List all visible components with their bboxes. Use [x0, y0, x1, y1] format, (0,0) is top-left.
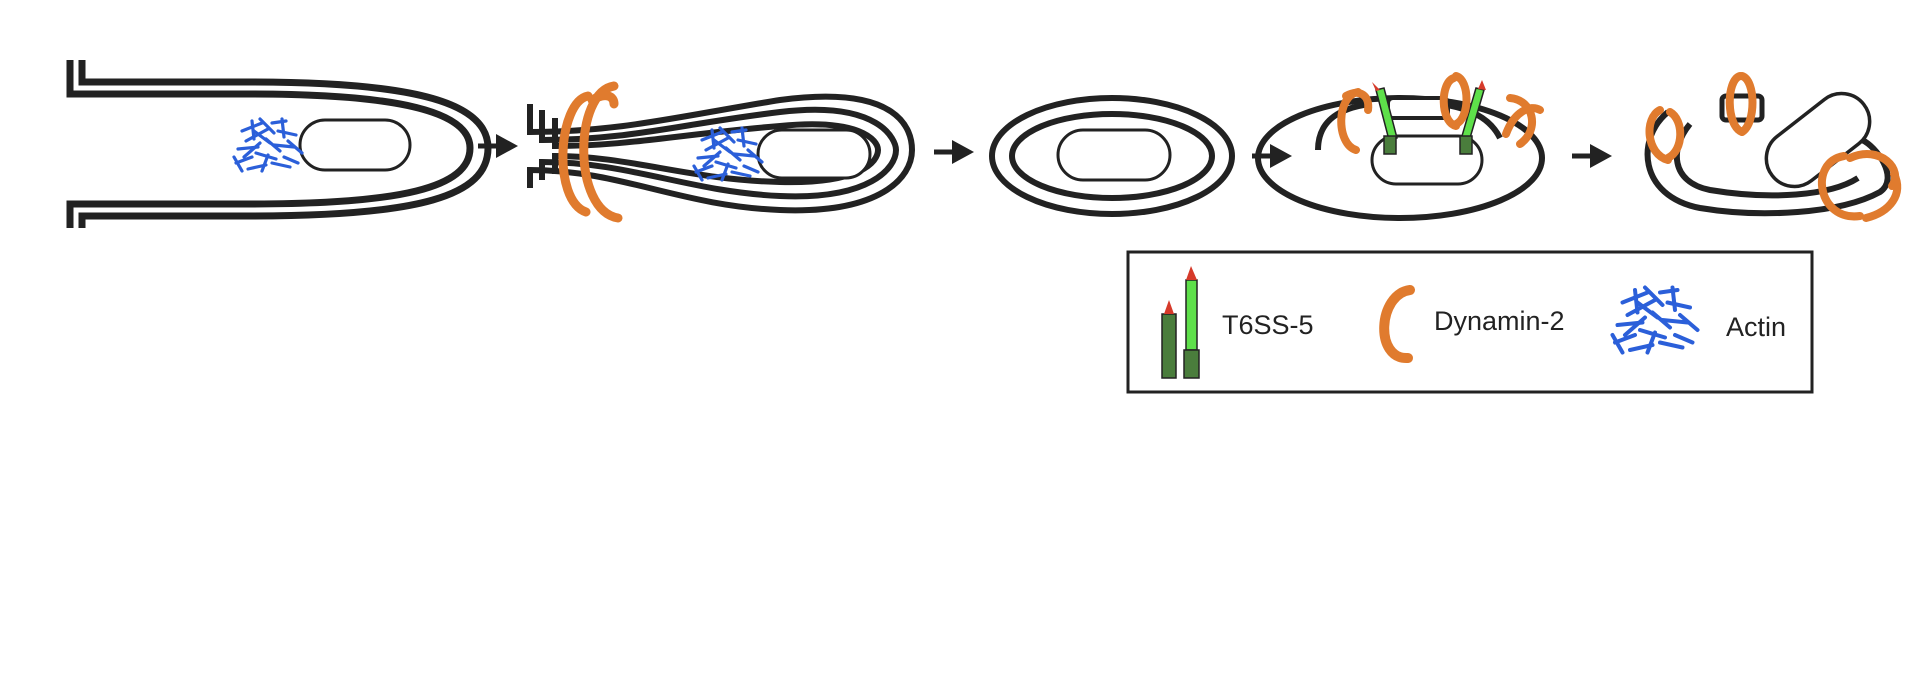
stage-3-bacterium [1056, 128, 1172, 182]
arrow-2-icon [934, 140, 974, 164]
stage-4-bacterium [1370, 134, 1484, 186]
stage-4-dynamin-icon [1337, 72, 1544, 154]
stage-2-dynamin-icon [558, 81, 623, 223]
stage-4-t6ss-icon [1372, 80, 1486, 155]
arrow-4-icon [1572, 144, 1612, 168]
legend-box [1126, 250, 1814, 394]
stage-5-dynamin-icon [1645, 72, 1902, 222]
stage-4-membrane-fragment [1386, 96, 1450, 120]
dynamin-icon [1379, 285, 1415, 363]
stage-1-bacterium [298, 118, 412, 172]
stage-3-vesicle [989, 95, 1235, 217]
stage-1-actin-icon [232, 117, 304, 173]
legend: T6SS-5 Dynamin-2 Actin [1126, 250, 1814, 394]
stage-2-scission [527, 93, 916, 214]
legend-dynamin-label: Dynamin-2 [1434, 306, 1565, 336]
legend-t6ss-label: T6SS-5 [1222, 310, 1314, 340]
legend-actin-label: Actin [1726, 312, 1786, 342]
t6ss-icon [1161, 266, 1200, 379]
stage-2-bacterium [756, 128, 872, 180]
